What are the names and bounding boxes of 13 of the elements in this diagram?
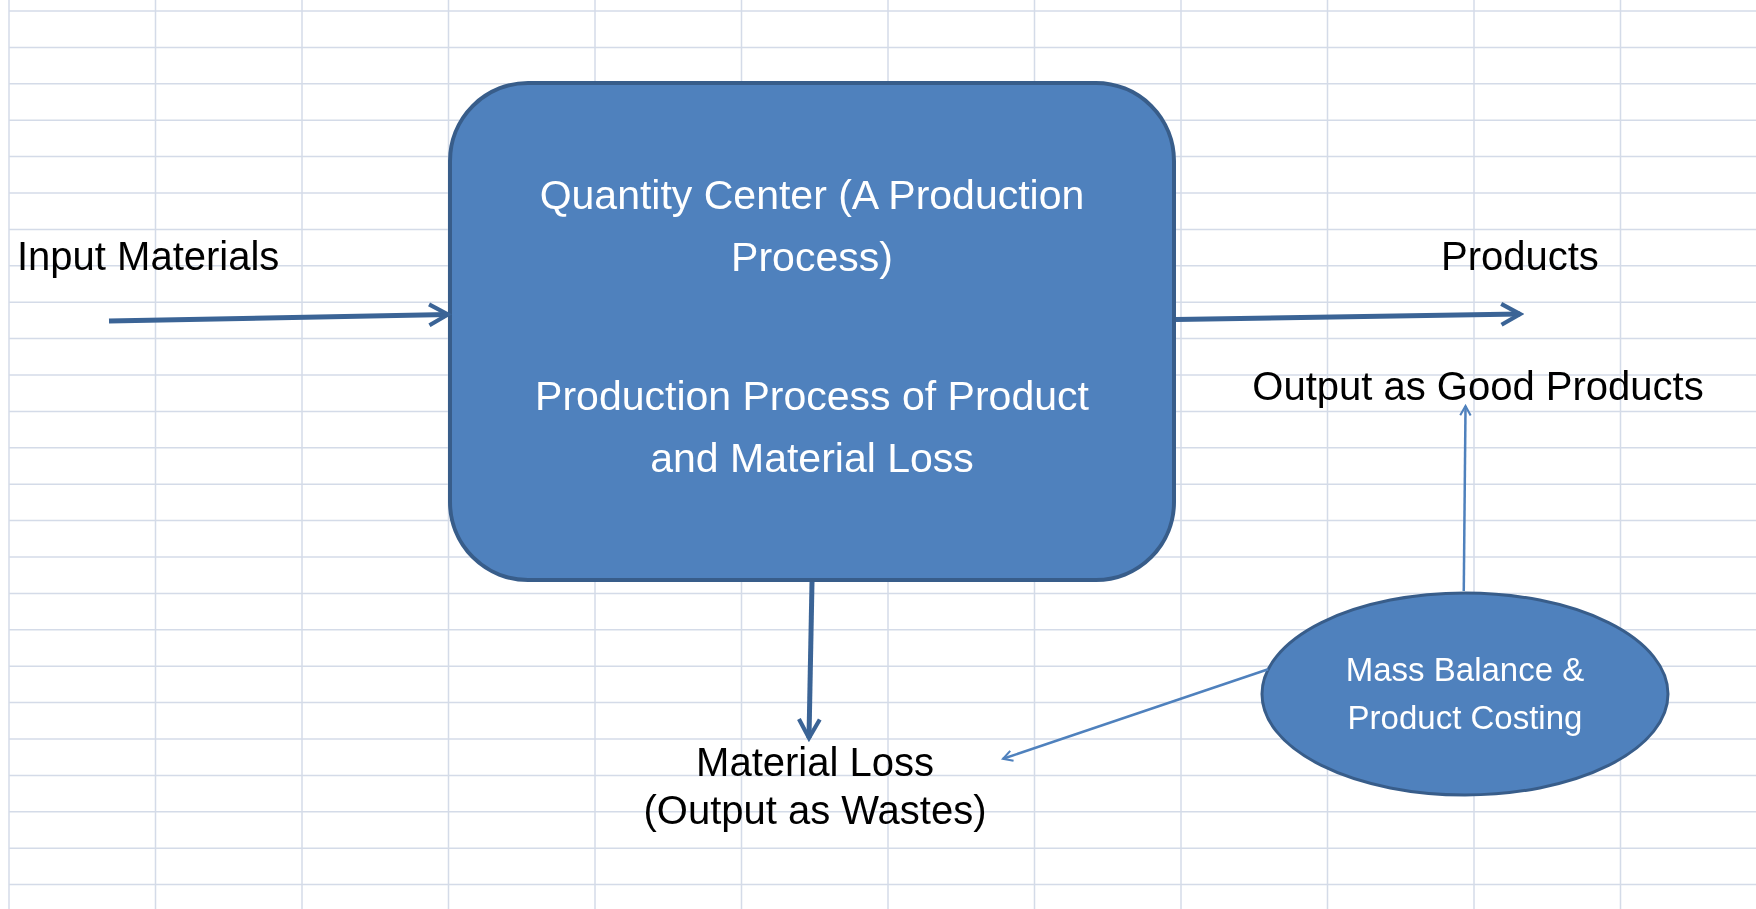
node-text: Mass Balance & Product Costing (1344, 650, 1586, 738)
process-box (448, 81, 1176, 582)
arrow (1001, 668, 1269, 762)
output-label: Material Loss (Output as Wastes) (642, 739, 988, 834)
arrow (1459, 404, 1472, 591)
edge-label: Input Materials (17, 233, 280, 280)
arrow (796, 581, 822, 741)
arrow (108, 302, 451, 328)
node-text: Quantity Center (A Production Process) (538, 170, 1086, 282)
edge-label: Products (1441, 233, 1599, 280)
output-label: Output as Good Products (1252, 363, 1704, 410)
node-text: Production Process of Product and Material Loss (534, 372, 1090, 484)
arrow (1175, 301, 1523, 327)
